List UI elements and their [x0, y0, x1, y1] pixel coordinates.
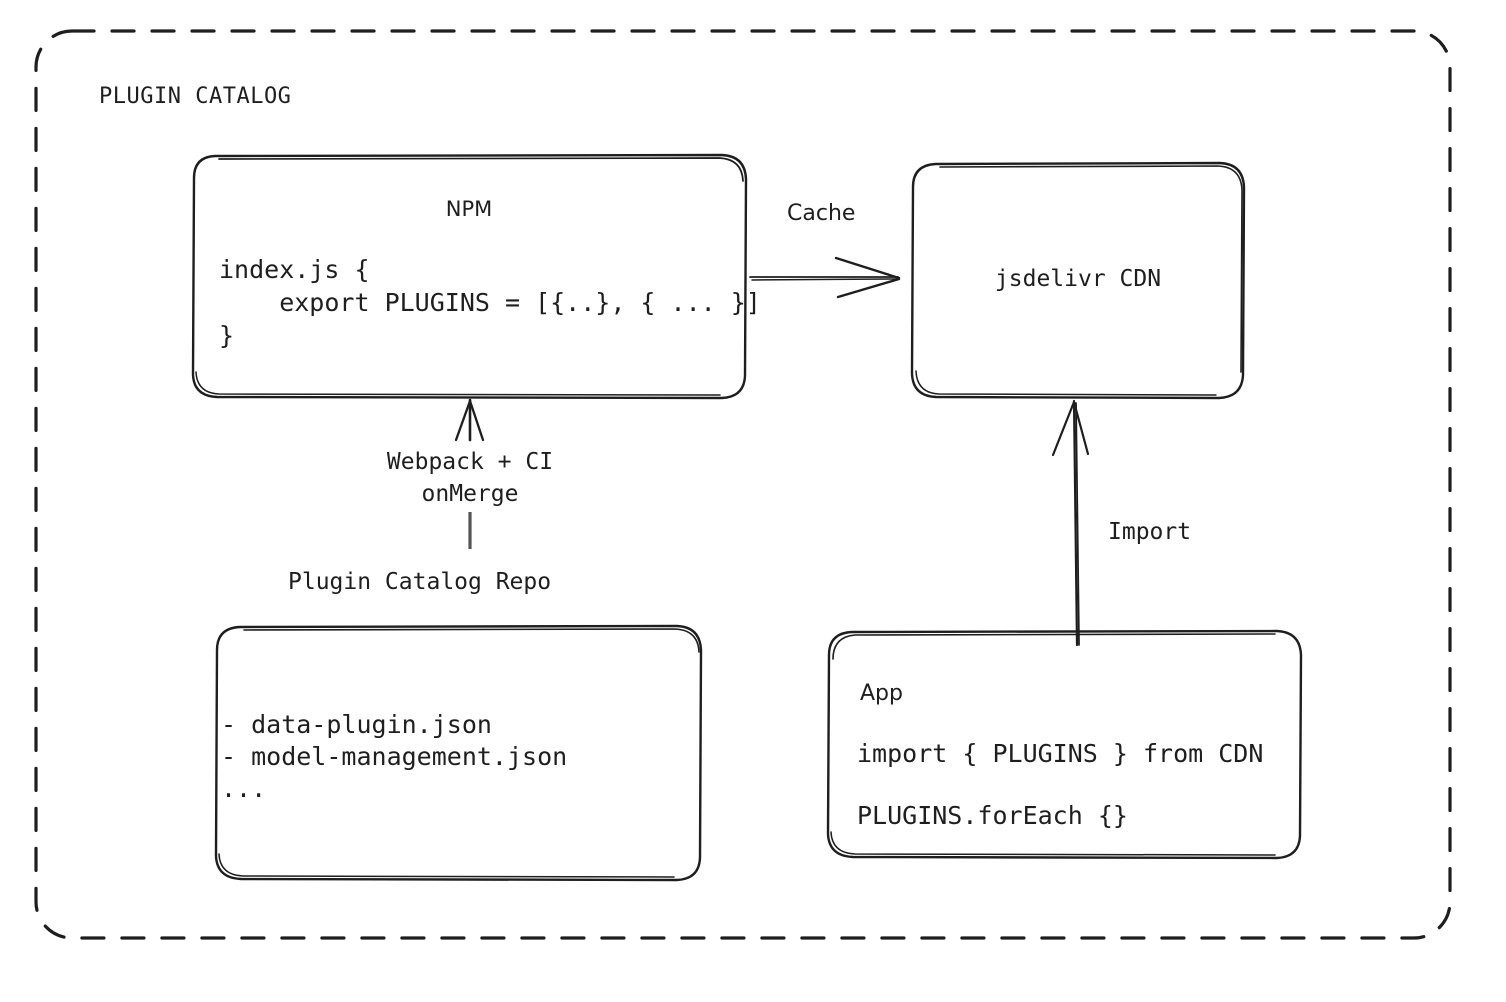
cache-arrow — [749, 256, 901, 299]
repo-node-caption: Plugin Catalog Repo — [288, 569, 552, 595]
app-node-code-import: import { PLUGINS } from CDN — [857, 739, 1264, 768]
cache-edge-label: Cache — [787, 201, 856, 226]
app-node-title: App — [860, 681, 903, 706]
app-node-shape — [826, 629, 1303, 860]
repo-node-shape — [214, 624, 703, 882]
group-title: PLUGIN CATALOG — [99, 84, 292, 109]
plugin-catalog-group-border — [34, 29, 1452, 940]
webpack-ci-arrow — [454, 398, 485, 549]
repo-node-file-list: - data-plugin.json - model-management.js… — [221, 710, 568, 803]
npm-node-code: index.js { export PLUGINS = [{..}, { ...… — [219, 255, 761, 350]
npm-node-shape — [191, 153, 748, 400]
webpack-ci-edge-label: Webpack + CI onMerge — [386, 449, 554, 507]
app-node-code-foreach: PLUGINS.forEach {} — [857, 801, 1128, 830]
cdn-node-shape — [910, 161, 1246, 400]
import-edge-label: Import — [1108, 519, 1192, 545]
import-arrow — [1051, 399, 1090, 647]
cdn-node-title: jsdelivr CDN — [994, 266, 1162, 292]
npm-node-title: NPM — [445, 197, 493, 221]
